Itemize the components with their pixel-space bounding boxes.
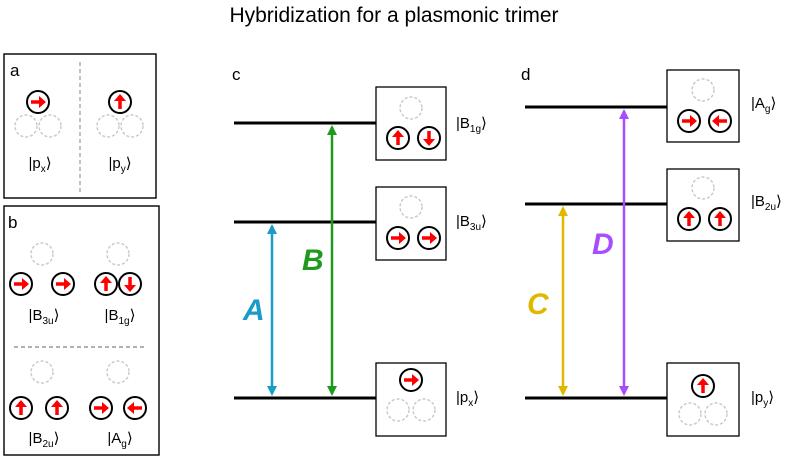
panel-b-label: b [8, 213, 17, 232]
arrow-up-icon [392, 130, 404, 145]
arrow-left-icon [127, 402, 142, 414]
arrow-right-icon [404, 374, 419, 386]
panel-d: d |Ag⟩ |B2u⟩ [521, 65, 782, 437]
panel-a: a |px⟩ |py⟩ [3, 53, 157, 199]
ket-level-b2u: |B2u⟩ [751, 193, 782, 213]
arrow-up-icon [100, 276, 112, 291]
level-box-py [666, 362, 740, 437]
arrow-up-icon [683, 211, 695, 226]
panel-d-label: d [521, 65, 530, 84]
arrow-up-icon [51, 400, 63, 415]
transition-b-label: B [302, 244, 324, 277]
ghost-particle-top [106, 242, 130, 266]
panel-c-label: c [232, 65, 241, 84]
ghost-particle-right [38, 114, 62, 138]
arrow-up-icon [114, 94, 126, 109]
level-box-b1g [375, 86, 447, 161]
ket-level-b1g: |B1g⟩ [456, 115, 487, 135]
ket-level-px: |px⟩ [456, 389, 479, 409]
arrow-right-icon [391, 232, 406, 244]
ket-py: |py⟩ [108, 155, 131, 175]
arrow-right-icon [14, 278, 29, 290]
arrow-up-icon [697, 378, 709, 393]
transition-c-label: C [527, 288, 550, 321]
ket-level-b3u: |B3u⟩ [456, 213, 487, 233]
ghost-particle-right [120, 114, 144, 138]
panel-b: b |B3u⟩ |B1g⟩ [3, 205, 160, 456]
arrow-up-icon [15, 400, 27, 415]
arrow-right-icon [682, 115, 697, 127]
arrow-down-icon [423, 131, 435, 146]
ket-ag: |Ag⟩ [107, 430, 132, 450]
panel-a-label: a [10, 61, 20, 80]
ket-px: |px⟩ [28, 155, 51, 175]
level-box-b3u [375, 186, 447, 261]
trimer-b2u [9, 360, 69, 420]
ket-level-py: |py⟩ [751, 389, 774, 409]
ghost-particle-top [691, 176, 715, 200]
level-box-b2u [666, 168, 740, 242]
trimer-b1g [94, 242, 142, 296]
ghost-particle-right [412, 398, 436, 422]
ghost-particle-top [30, 242, 54, 266]
transition-a-label: A [242, 294, 265, 327]
ghost-particle-left [386, 398, 410, 422]
level-box-ag [666, 69, 740, 143]
ket-level-ag: |Ag⟩ [751, 95, 776, 115]
trimer-ag [89, 360, 147, 420]
arrow-right-icon [31, 96, 46, 108]
arrow-right-icon [56, 278, 71, 290]
ghost-particle-left [14, 114, 38, 138]
arrow-left-icon [712, 115, 727, 127]
trimer-b3u [9, 242, 75, 296]
ghost-particle-top [106, 360, 130, 384]
ghost-particle-top [30, 360, 54, 384]
arrow-right-icon [422, 232, 437, 244]
arrow-down-icon [124, 277, 136, 292]
ghost-particle-top [399, 195, 423, 219]
ghost-particle-right [704, 402, 728, 426]
arrow-right-icon [94, 402, 109, 414]
trimer-px [14, 90, 62, 138]
level-box-px [375, 362, 447, 437]
figure-title: Hybridization for a plasmonic trimer [229, 4, 558, 27]
panel-c: c |B1g⟩ |B3u⟩ [232, 65, 487, 437]
arrow-up-icon [714, 211, 726, 226]
ghost-particle-left [678, 402, 702, 426]
ghost-particle-left [96, 114, 120, 138]
ghost-particle-top [691, 78, 715, 102]
transition-d-label: D [592, 228, 614, 261]
ghost-particle-top [399, 96, 423, 120]
trimer-py [96, 90, 144, 138]
